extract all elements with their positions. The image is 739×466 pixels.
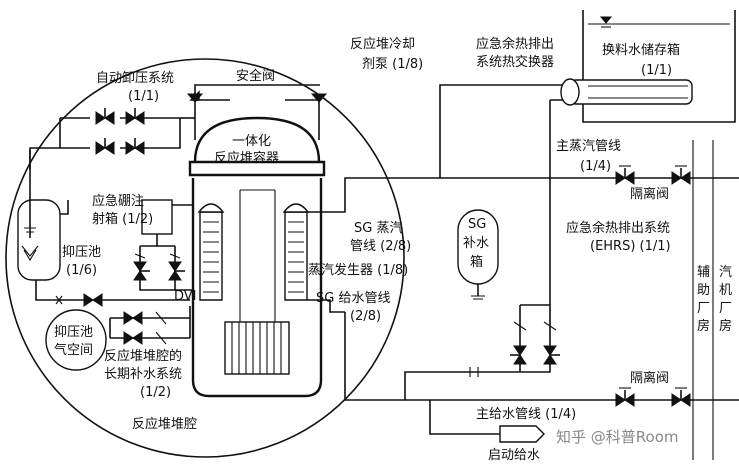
label-pump-1: 反应堆冷却 — [350, 36, 415, 52]
label-ehrs-2: (EHRS) (1/1) — [590, 239, 671, 254]
suppression-pool — [17, 150, 69, 281]
label-sg-steam-1: SG 蒸汽 — [354, 221, 402, 236]
cavity-check-valves — [155, 311, 167, 345]
label-ehrs-hx-2: 系统热交换器 — [476, 54, 554, 70]
boron-valve-left — [133, 261, 150, 281]
label-integrated-vessel-1: 一体化 — [232, 134, 271, 149]
label-ehrs-hx-1: 应急余热排出 — [476, 36, 554, 52]
feed-orifice — [469, 367, 479, 377]
reactor-core — [224, 321, 290, 375]
label-tank-1: 换料水储存箱 — [602, 42, 680, 58]
label-auto-depress: 自动卸压系统 — [96, 70, 174, 86]
containment-boundary — [5, 58, 405, 458]
label-isolation-valve-bottom: 隔离阀 — [630, 370, 669, 386]
label-pool-gas-1: 抑压池 — [54, 325, 93, 340]
label-startup-feed: 启动给水 — [488, 448, 540, 463]
label-ehrs-1: 应急余热排出系统 — [566, 220, 670, 236]
label-isolation-valve-top: 隔离阀 — [630, 186, 669, 202]
label-sg-feed-2: (2/8) — [350, 309, 381, 324]
label-aux-bldg-1: 辅 — [697, 265, 710, 280]
suppression-pool-gas-space — [45, 309, 107, 371]
sg-steam-line — [307, 177, 739, 313]
label-main-steam-frac: (1/4) — [580, 159, 611, 174]
ehrs-valve-right — [543, 345, 560, 365]
refueling-water-tank — [582, 10, 736, 123]
label-suppression-pool-2: (1/6) — [66, 263, 97, 278]
ehrs-check-valves — [513, 318, 557, 334]
label-aux-bldg-4: 房 — [697, 318, 710, 334]
label-pool-gas-2: 气空间 — [54, 342, 93, 358]
label-sg-steam-2: 管线 (2/8) — [350, 239, 411, 254]
label-long-makeup-2: 长期补水系统 — [104, 367, 182, 382]
label-pump-2: 剂泵 (1/8) — [362, 57, 423, 72]
steam-generator-right — [282, 203, 310, 301]
boron-valve-right — [168, 261, 185, 281]
label-boron-1: 应急硼注 — [92, 193, 144, 209]
pool-drain-line — [35, 280, 190, 301]
label-sg-makeup-1: SG — [468, 217, 486, 232]
auto-depress-valve-2 — [125, 108, 145, 125]
label-turbine-bldg-2: 机 — [719, 283, 732, 298]
safety-valve-left — [186, 90, 204, 103]
sg-feedwater-line — [344, 312, 739, 401]
auto-depress-valve-1 — [95, 108, 115, 125]
label-steam-generator: 蒸汽发生器 (1/8) — [308, 262, 408, 278]
watermark: 知乎 @科普Room — [556, 428, 678, 446]
pool-check — [55, 295, 63, 305]
cavity-makeup-piping — [109, 306, 191, 339]
auto-depress-valve-4 — [125, 138, 145, 155]
label-turbine-bldg-3: 厂 — [719, 301, 732, 316]
main-steam-isolation-valve-1 — [615, 165, 635, 185]
label-long-makeup-1: 反应堆堆腔的 — [104, 348, 182, 364]
label-turbine-bldg-4: 房 — [719, 318, 732, 334]
startup-feed — [429, 400, 545, 443]
label-cavity: 反应堆堆腔 — [132, 416, 197, 432]
label-tank-frac: (1/1) — [641, 63, 672, 78]
label-main-feed: 主给水管线 (1/4) — [476, 407, 576, 422]
main-steam-isolation-valve-2 — [671, 165, 691, 185]
label-auto-depress-frac: (1/1) — [128, 89, 159, 104]
main-feed-isolation-valve-1 — [615, 387, 635, 407]
label-suppression-pool-1: 抑压池 — [62, 245, 101, 260]
ehrs-heat-exchanger — [560, 78, 693, 106]
cavity-valve-1 — [123, 311, 143, 325]
label-sg-feed-1: SG 给水管线 — [316, 291, 390, 306]
label-boron-2: 射箱 (1/2) — [92, 211, 153, 227]
cavity-valve-2 — [123, 331, 143, 345]
ehrs-valve-left — [510, 345, 527, 365]
boron-check-valves — [134, 253, 181, 259]
labels: 自动卸压系统 (1/1) 安全阀 一体化 反应堆容器 反应堆冷却 剂泵 (1/8… — [54, 36, 732, 463]
main-feed-isolation-valve-2 — [671, 387, 691, 407]
steam-generator-left — [197, 203, 225, 301]
label-turbine-bldg-1: 汽 — [719, 265, 732, 280]
label-sg-makeup-2: 补水 — [463, 236, 489, 251]
label-sg-makeup-3: 箱 — [470, 254, 483, 270]
label-integrated-vessel-2: 反应堆容器 — [214, 150, 279, 166]
label-aux-bldg-3: 厂 — [697, 301, 710, 316]
auto-depress-valve-3 — [95, 138, 115, 155]
label-dvi: DVI — [174, 289, 197, 304]
pool-valve — [83, 293, 103, 307]
label-main-steam-1: 主蒸汽管线 — [556, 139, 621, 154]
label-safety-valve: 安全阀 — [236, 68, 275, 84]
label-aux-bldg-2: 助 — [697, 283, 710, 298]
safety-valve-right — [310, 93, 328, 103]
label-long-makeup-frac: (1/2) — [140, 385, 171, 400]
sg-makeup-tank — [457, 209, 499, 300]
